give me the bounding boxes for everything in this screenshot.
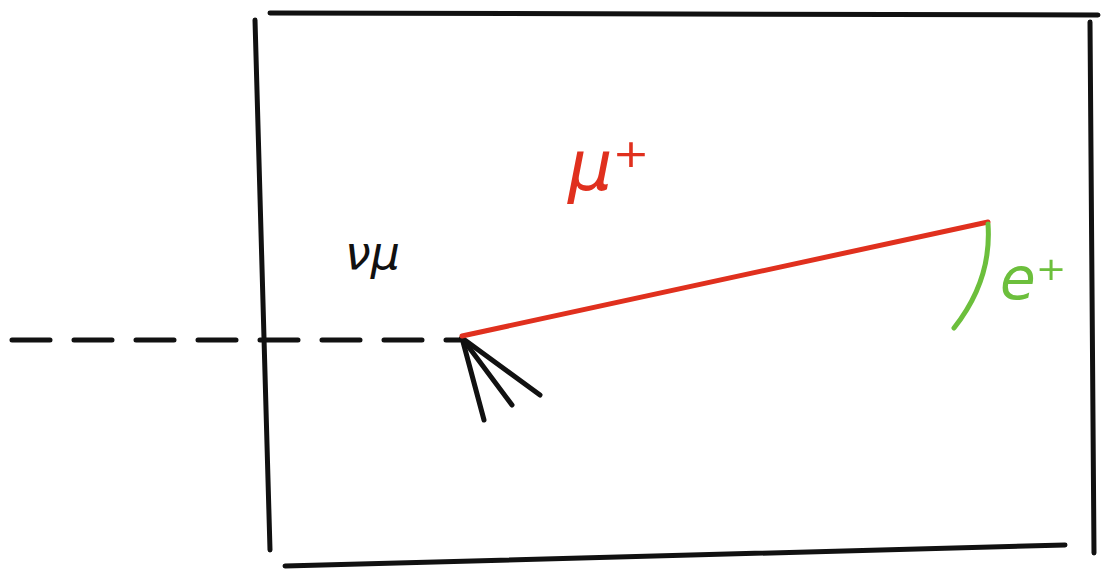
detector-right — [1090, 22, 1094, 553]
detector-left — [255, 20, 270, 550]
hadron-shower — [462, 338, 540, 420]
positron-label: e⁺ — [1000, 248, 1066, 312]
muon-label: μ⁺ — [568, 128, 649, 205]
shower-prong — [462, 338, 540, 395]
positron-track — [954, 224, 988, 328]
detector-top — [270, 13, 1098, 15]
neutrino-track — [12, 338, 460, 343]
muon-track — [462, 222, 988, 336]
detector-bottom — [285, 545, 1065, 566]
neutrino-label: νμ — [345, 228, 400, 279]
detector-outline — [255, 13, 1098, 566]
